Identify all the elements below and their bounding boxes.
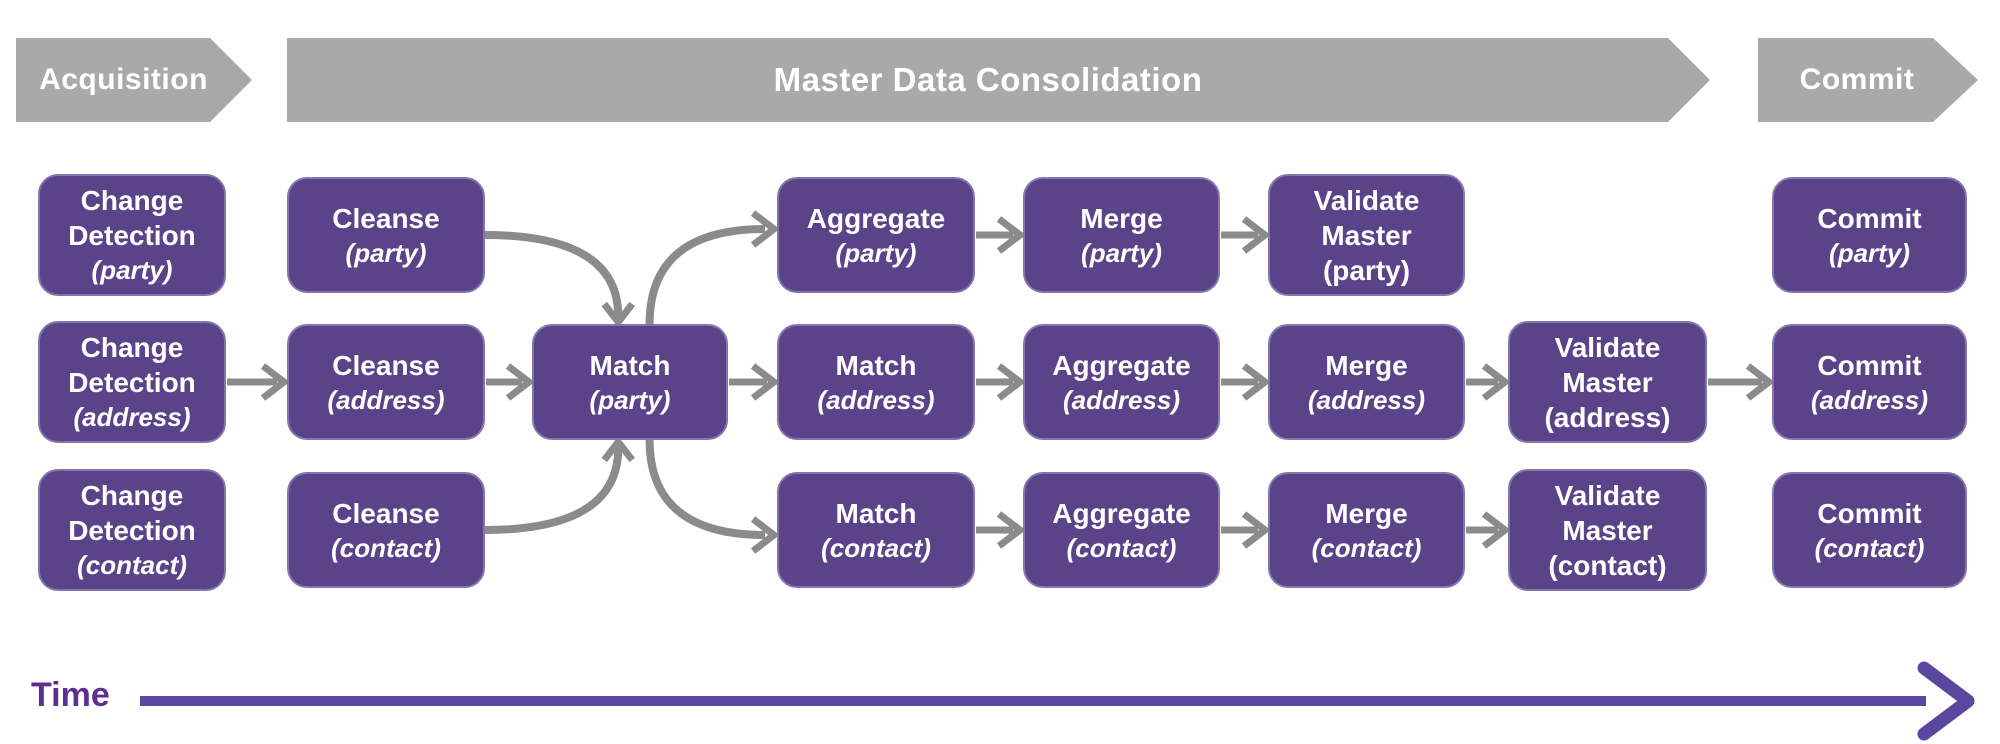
arrow-match-contact-to-aggregate-contact-head [996,511,1026,549]
box-title-line: Commit [1817,202,1922,234]
box-qualifier: (contact) [331,532,441,563]
box-title-line: Validate [1554,479,1661,511]
flow-box-aggregate-contact: Aggregate(contact) [1023,472,1220,588]
flow-box-match-address: Match(address) [777,324,975,440]
arrow-validate-master-address-to-commit-address-head [1745,363,1775,401]
arrow-merge-party-to-validate-master-party-head [1241,216,1271,254]
box-title-line: Merge [1325,497,1408,529]
arrow-match-party-to-aggregate-party [645,225,766,325]
flow-box-match-party: Match(party) [532,324,728,440]
box-title-line: Master [1321,219,1412,251]
arrow-cleanse-address-to-match-party-head [505,363,535,401]
phase-banner-acquisition: Acquisition [16,38,252,122]
box-title-line: Change [80,332,184,363]
box-qualifier: (address) [1307,384,1426,415]
box-title-line: Cleanse [332,202,440,234]
flow-box-cleanse-address: Cleanse(address) [287,324,485,440]
arrow-change-detection-address-to-cleanse-address-head [260,363,290,401]
box-qualifier: (address) [1062,384,1181,415]
flow-box-cleanse-party: Cleanse(party) [287,177,485,293]
box-title-line: Commit [1817,497,1922,529]
arrow-match-address-to-aggregate-address-head [996,363,1026,401]
box-title-line: Master [1562,366,1653,398]
box-title-line: Change [80,480,184,511]
box-qualifier: (contact) [821,532,931,563]
box-qualifier: (contact) [1814,532,1925,563]
arrow-merge-contact-to-validate-master-contact-head [1481,511,1511,549]
flow-box-cleanse-contact: Cleanse(contact) [287,472,485,588]
phase-banner-commit: Commit [1758,38,1978,122]
box-qualifier: (party) [835,237,917,268]
arrow-merge-address-to-validate-master-address-head [1481,363,1511,401]
box-qualifier: (party) [345,237,427,268]
box-title-line: Validate [1554,331,1661,363]
box-title-line: Cleanse [332,349,440,381]
box-title-line: Detection [68,515,196,546]
flow-box-merge-party: Merge(party) [1023,177,1220,293]
arrow-aggregate-party-to-merge-party-head [996,216,1026,254]
arrow-cleanse-contact-to-match-party [484,447,623,534]
box-title-line: Merge [1325,349,1408,381]
box-qualifier: (contact) [1548,549,1667,581]
box-title-line: Detection [68,220,196,251]
flow-box-merge-address: Merge(address) [1268,324,1465,440]
phase-banner-master-data-consolidation: Master Data Consolidation [287,38,1710,122]
box-title-line: Detection [68,367,196,398]
flow-box-merge-contact: Merge(contact) [1268,472,1465,588]
box-qualifier: (contact) [1311,532,1422,563]
box-title-line: Aggregate [1052,349,1191,381]
box-qualifier: (contact) [77,550,187,580]
box-qualifier: (party) [1081,237,1162,268]
arrow-aggregate-contact-to-merge-contact-head [1241,511,1271,549]
box-title-line: Match [589,349,671,381]
box-title-line: Validate [1313,184,1420,216]
flow-box-commit-contact: Commit(contact) [1772,472,1967,588]
box-qualifier: (party) [1322,254,1411,286]
flow-box-commit-address: Commit(address) [1772,324,1967,440]
flow-box-aggregate-address: Aggregate(address) [1023,324,1220,440]
flow-box-aggregate-party: Aggregate(party) [777,177,975,293]
box-title-line: Commit [1817,349,1922,381]
box-title-line: Aggregate [1052,497,1191,529]
box-qualifier: (contact) [1066,532,1177,563]
arrow-match-party-to-match-contact-head [750,516,780,554]
box-qualifier: (address) [817,384,935,415]
box-qualifier: (party) [589,384,671,415]
arrow-cleanse-party-to-match-party [484,231,623,317]
box-title-line: Cleanse [332,497,440,529]
flow-box-match-contact: Match(contact) [777,472,975,588]
arrow-match-party-to-match-contact [645,439,766,539]
arrow-match-party-to-match-address-head [750,363,780,401]
box-qualifier: (address) [327,384,445,415]
box-title-line: Match [835,349,917,381]
box-qualifier: (address) [1810,384,1929,415]
box-title-line: Match [835,497,917,529]
box-qualifier: (address) [73,402,191,432]
arrow-match-party-to-aggregate-party-head [750,210,780,248]
arrow-aggregate-address-to-merge-address-head [1241,363,1271,401]
arrow-cleanse-party-to-match-party-head [601,301,636,328]
box-qualifier: (address) [1544,401,1671,433]
box-title-line: Master [1562,514,1653,546]
time-axis-label: Time [31,676,110,714]
box-qualifier: (party) [91,255,173,285]
box-title-line: Aggregate [806,202,946,234]
time-arrow-head [1917,661,1975,741]
box-title-line: Merge [1080,202,1163,234]
box-title-line: Change [80,185,184,216]
arrow-cleanse-contact-to-match-party-head [601,436,636,463]
flow-box-commit-party: Commit(party) [1772,177,1967,293]
box-qualifier: (party) [1829,237,1910,268]
